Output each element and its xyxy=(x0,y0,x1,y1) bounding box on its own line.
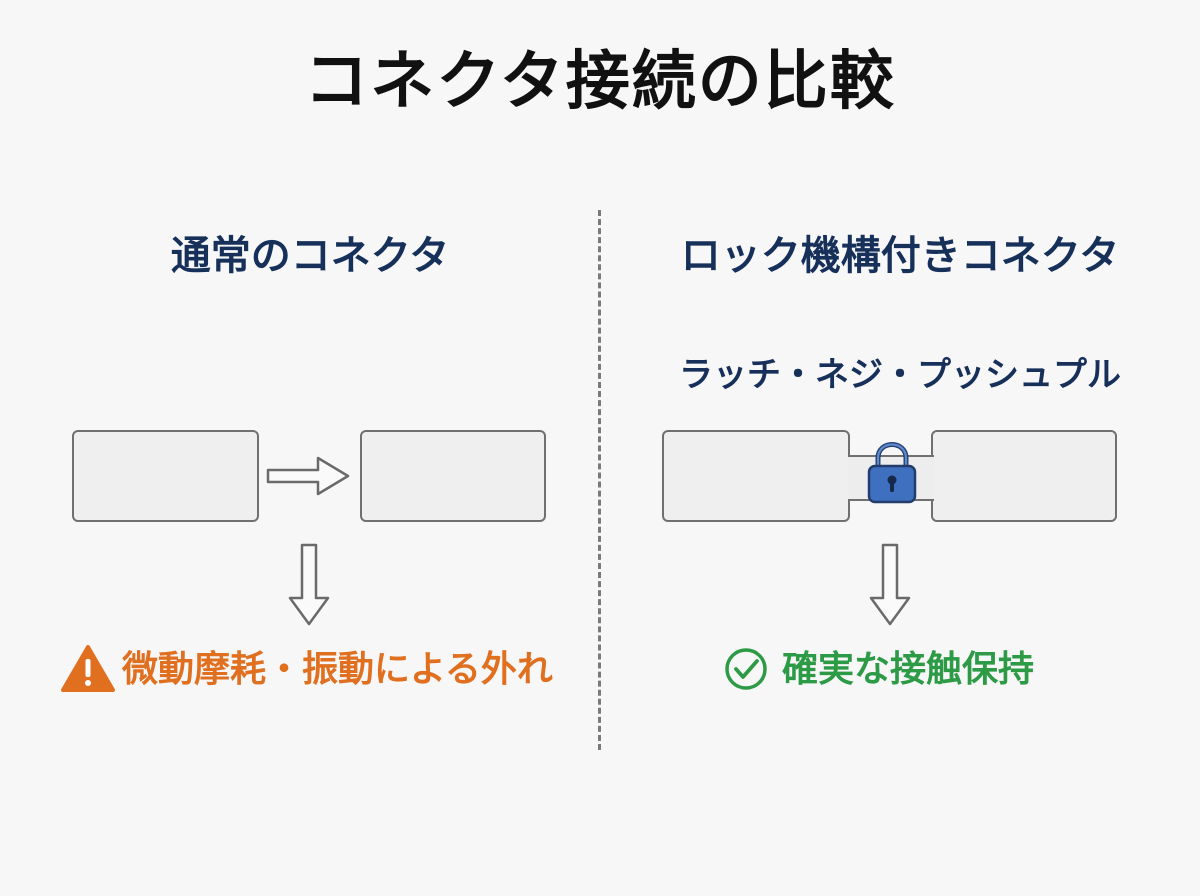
lock-types-subheading: ラッチ・ネジ・プッシュプル xyxy=(679,355,1121,395)
locking-connector-right xyxy=(931,430,1117,522)
left-heading: 通常のコネクタ xyxy=(170,233,450,279)
insert-arrow-icon xyxy=(266,456,350,496)
locking-connector-result: 確実な接触保持 xyxy=(782,649,1035,690)
right-down-arrow-icon xyxy=(869,543,911,626)
left-down-arrow-icon xyxy=(288,543,330,626)
page-title: コネクタ接続の比較 xyxy=(304,45,896,119)
center-divider xyxy=(598,210,601,750)
normal-connector-left xyxy=(72,430,259,522)
check-circle-icon xyxy=(725,648,767,690)
padlock-icon xyxy=(867,442,917,504)
warning-icon xyxy=(61,645,115,692)
right-heading: ロック機構付きコネクタ xyxy=(680,233,1120,279)
normal-connector-result: 微動摩耗・振動による外れ xyxy=(122,649,553,690)
normal-connector-right xyxy=(360,430,546,522)
